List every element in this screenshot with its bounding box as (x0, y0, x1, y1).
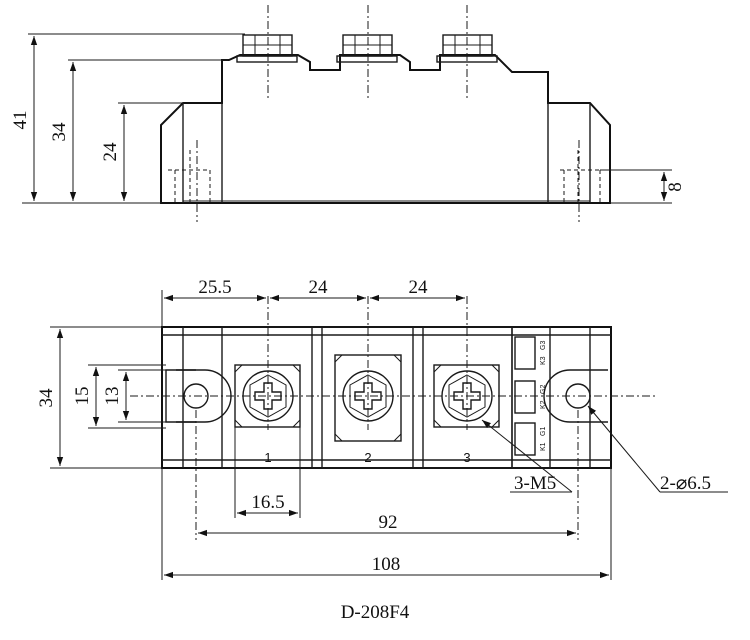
connector-k2g2 (514, 380, 536, 414)
label-g3: G3 (540, 341, 547, 350)
dim-92: 92 (379, 512, 398, 533)
screw-2-cross (354, 382, 382, 410)
gate-connector-block: K3 G3 K2 G2 K1 G1 (511, 326, 551, 469)
label-g1: G1 (540, 427, 547, 436)
connector-k3g3 (514, 336, 536, 370)
dim-15: 15 (72, 387, 93, 406)
dim-34-side: 34 (49, 122, 70, 142)
callout-3-m5: 3-M5 (514, 473, 556, 494)
dim-13: 13 (102, 387, 123, 406)
dim-24-side: 24 (100, 142, 121, 162)
label-k3: K3 (540, 356, 547, 365)
dim-108: 108 (372, 554, 401, 575)
terminal-label-2: 2 (364, 450, 371, 465)
drawing-caption: D-208F4 (340, 602, 410, 623)
label-k1: K1 (540, 442, 547, 451)
side-nut-1 (236, 34, 298, 63)
callout-2-hole: 2-⌀6.5 (660, 473, 711, 494)
terminal-label-1: 1 (264, 450, 271, 465)
screw-1-cross (254, 382, 282, 410)
dim-8: 8 (665, 182, 686, 192)
label-k2: K2 (540, 400, 547, 409)
connector-k1g1 (514, 422, 536, 456)
side-nut-2 (336, 34, 398, 63)
dim-24-a: 24 (309, 277, 329, 298)
side-view-body (160, 54, 611, 204)
dim-24-b: 24 (409, 277, 429, 298)
dim-41: 41 (10, 111, 31, 130)
dim-16-5: 16.5 (251, 492, 284, 513)
screw-3-cross (453, 382, 481, 410)
side-view: 41 34 24 8 (10, 5, 686, 222)
terminal-label-3: 3 (463, 450, 470, 465)
dim-34-top: 34 (36, 388, 57, 408)
dim-25-5: 25.5 (198, 277, 231, 298)
top-view: K3 G3 K2 G2 K1 G1 (36, 277, 728, 580)
label-g2: G2 (540, 385, 547, 394)
